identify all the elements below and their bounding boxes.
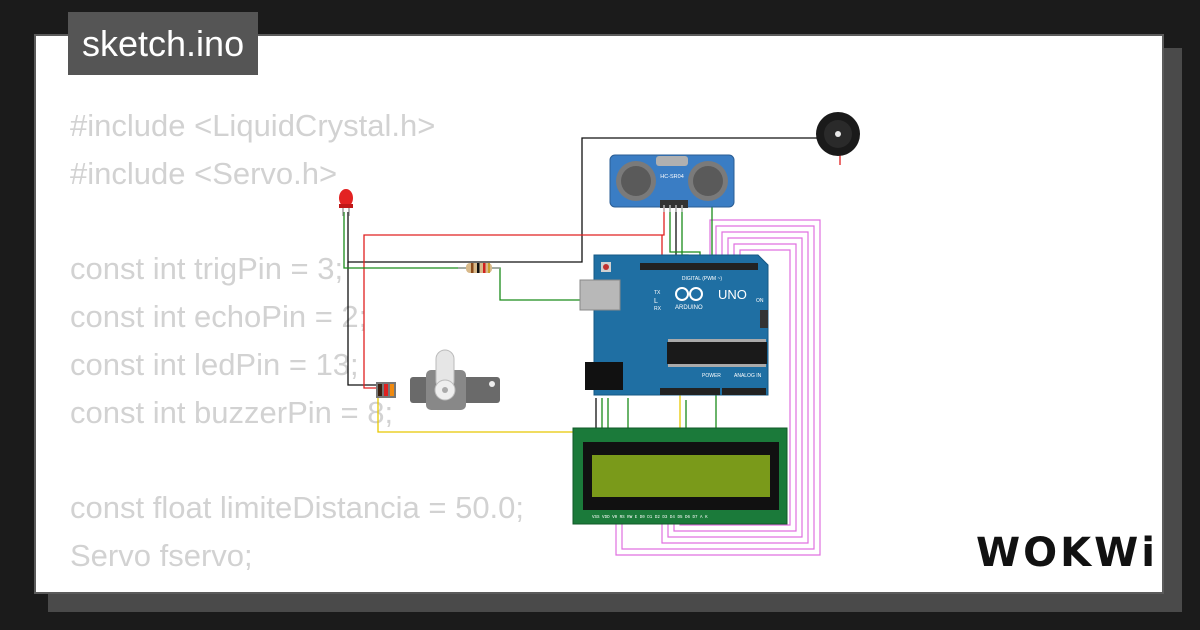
buzzer [816, 112, 860, 156]
wokwi-logo: WOKWi [976, 530, 1158, 576]
ultrasonic-sensor: HC-SR04 [609, 154, 735, 212]
servo-motor [376, 349, 500, 410]
tx-label: TX [654, 290, 661, 296]
lcd-screen [592, 455, 770, 497]
file-name-tab: sketch.ino [68, 12, 259, 75]
power-label: POWER [702, 373, 721, 379]
lcd-pin-labels: VSS VDD V0 RS RW E D0 D1 D2 D3 D4 D5 D6 … [592, 516, 708, 520]
code-line: #include <Servo.h> [70, 155, 338, 191]
code-line: const int trigPin = 3; [70, 251, 344, 287]
board-brand: ARDUINO [675, 305, 703, 311]
l-led-label: L [654, 298, 658, 305]
arduino-uno-board: DIGITAL (PWM ~) L TX RX UNO ARDUINO ON P… [579, 254, 769, 396]
code-preview: #include <LiquidCrystal.h> #include <Ser… [70, 102, 524, 580]
code-line: const int echoPin = 2; [70, 299, 368, 335]
sensor-label: HC-SR04 [660, 174, 684, 180]
code-line: const float limiteDistancia = 50.0; [70, 490, 525, 526]
infinity-logo [675, 287, 703, 301]
usb-connector [579, 279, 621, 311]
analog-label: ANALOG IN [734, 373, 762, 379]
analog-header [722, 388, 766, 395]
rx-label: RX [654, 306, 662, 312]
microcontroller-chip [667, 342, 767, 364]
lcd-display: VSS VDD V0 RS RW E D0 D1 D2 D3 D4 D5 D6 … [572, 427, 788, 525]
code-line: Servo fservo; [70, 538, 253, 574]
digital-label: DIGITAL (PWM ~) [682, 276, 722, 282]
digital-header [640, 263, 758, 270]
resistor [458, 263, 500, 273]
on-label: ON [756, 298, 764, 304]
power-jack [585, 362, 623, 390]
red-led [339, 189, 353, 216]
code-line: const int ledPin = 13; [70, 346, 359, 382]
power-header [660, 388, 720, 395]
code-line: #include <LiquidCrystal.h> [70, 108, 436, 143]
code-line: const int buzzerPin = 8; [70, 394, 394, 430]
board-model: UNO [718, 287, 747, 302]
lcd-data-wires [615, 219, 821, 556]
